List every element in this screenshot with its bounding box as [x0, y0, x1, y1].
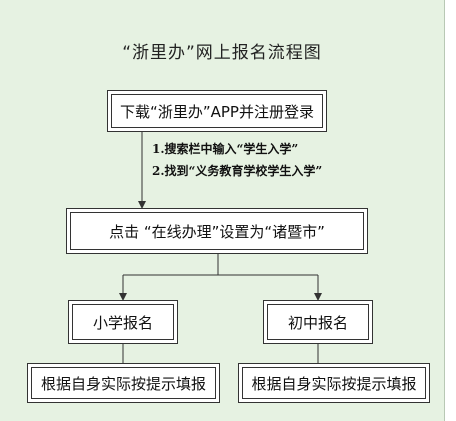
search-note-2: 2.找到“义务教育学校学生入学” [152, 164, 323, 178]
select-city-label: 点击 “在线办理”设置为“诸暨市” [109, 222, 325, 241]
fill-right-label: 根据自身实际按提示填报 [251, 374, 417, 393]
middle-school-box: 初中报名 [263, 300, 373, 344]
fill-right-box: 根据自身实际按提示填报 [238, 363, 430, 403]
diagram-title: “浙里办”网上报名流程图 [122, 43, 322, 63]
fill-left-label: 根据自身实际按提示填报 [40, 374, 206, 393]
middle-school-label: 初中报名 [287, 313, 348, 332]
primary-school-label: 小学报名 [92, 313, 153, 332]
right-edge-line [444, 0, 445, 421]
primary-school-box: 小学报名 [68, 300, 178, 344]
fill-left-box: 根据自身实际按提示填报 [27, 363, 220, 403]
download-step-label: 下载“浙里办”APP并注册登录 [120, 102, 314, 121]
select-city-box: 点击 “在线办理”设置为“诸暨市” [66, 208, 368, 254]
download-step-box: 下载“浙里办”APP并注册登录 [107, 90, 327, 132]
search-note-1: 1.搜索栏中输入“学生入学” [152, 142, 299, 156]
